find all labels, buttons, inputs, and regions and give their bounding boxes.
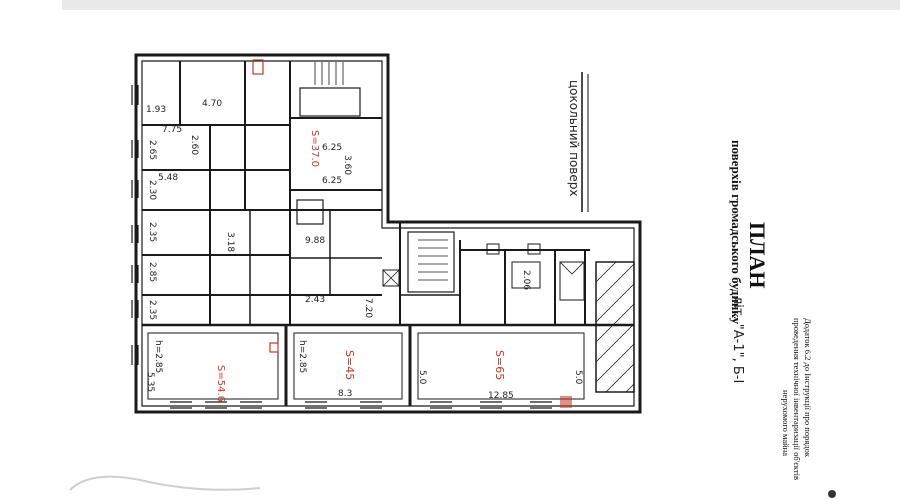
room-height-big-left: h=2.85 bbox=[153, 340, 163, 373]
dim-2: 2.30 bbox=[147, 180, 157, 200]
dim-3: 2.35 bbox=[147, 222, 157, 242]
dim-8: 1.93 bbox=[146, 105, 166, 115]
room-area-big-right: S=65 bbox=[493, 350, 506, 380]
page-mark bbox=[828, 490, 836, 498]
dim-0: 7.75 bbox=[162, 125, 182, 135]
room-length-big-right: 12.85 bbox=[488, 391, 514, 401]
red-mark bbox=[269, 342, 279, 353]
dim-12: 7.20 bbox=[363, 298, 373, 318]
room-width-big-right-b: 5.0 bbox=[573, 370, 583, 385]
dim-7: 4.70 bbox=[202, 99, 222, 109]
dim-9: 2.60 bbox=[189, 135, 199, 155]
room-width-big-right-a: 5.0 bbox=[417, 370, 427, 385]
note-line-2: проведення технічної інвентаризації об'є… bbox=[792, 318, 802, 480]
dim-11: 2.43 bbox=[305, 295, 325, 305]
dim-6: 5.48 bbox=[158, 173, 178, 183]
dim-13: 3.60 bbox=[342, 155, 352, 175]
scan-edge-top bbox=[62, 0, 900, 10]
dim-5: 2.35 bbox=[147, 300, 157, 320]
room-area-top-right: S=37.0 bbox=[309, 130, 320, 167]
plan-title: ПЛАН bbox=[745, 222, 770, 289]
dim-14: 2.06 bbox=[521, 270, 531, 290]
note-line-1: Додаток 6.2 до Інструкції про порядок bbox=[803, 318, 813, 458]
room-area-big-mid: S=45 bbox=[343, 350, 356, 380]
plan-subtitle-handwritten: літ. "А-1", Б-І bbox=[730, 296, 745, 383]
room-height-big-mid: h=2.85 bbox=[297, 340, 307, 373]
floor-label: цокольний поверх bbox=[567, 80, 581, 196]
dim-4: 2.85 bbox=[147, 262, 157, 282]
red-mark bbox=[560, 396, 572, 408]
room-dim-top-right-b: 6.25 bbox=[322, 176, 342, 186]
dim-1: 2.65 bbox=[147, 140, 157, 160]
building-outline bbox=[131, 53, 642, 414]
dim-10: 3.18 bbox=[225, 232, 235, 252]
scan-curl bbox=[69, 475, 261, 491]
room-dim-top-right-a: 6.25 bbox=[322, 143, 342, 153]
plan-subtitle: поверхів громадського будинку bbox=[729, 140, 744, 325]
note-line-3: нерухомого майна bbox=[781, 390, 791, 456]
red-mark bbox=[252, 59, 264, 75]
room-width-big-left: 5.35 bbox=[145, 372, 155, 392]
stair-room-dim: 9.88 bbox=[305, 236, 325, 246]
room-area-big-left: S=54.6 bbox=[215, 365, 226, 402]
room-width-big-mid: 8.3 bbox=[338, 389, 352, 399]
